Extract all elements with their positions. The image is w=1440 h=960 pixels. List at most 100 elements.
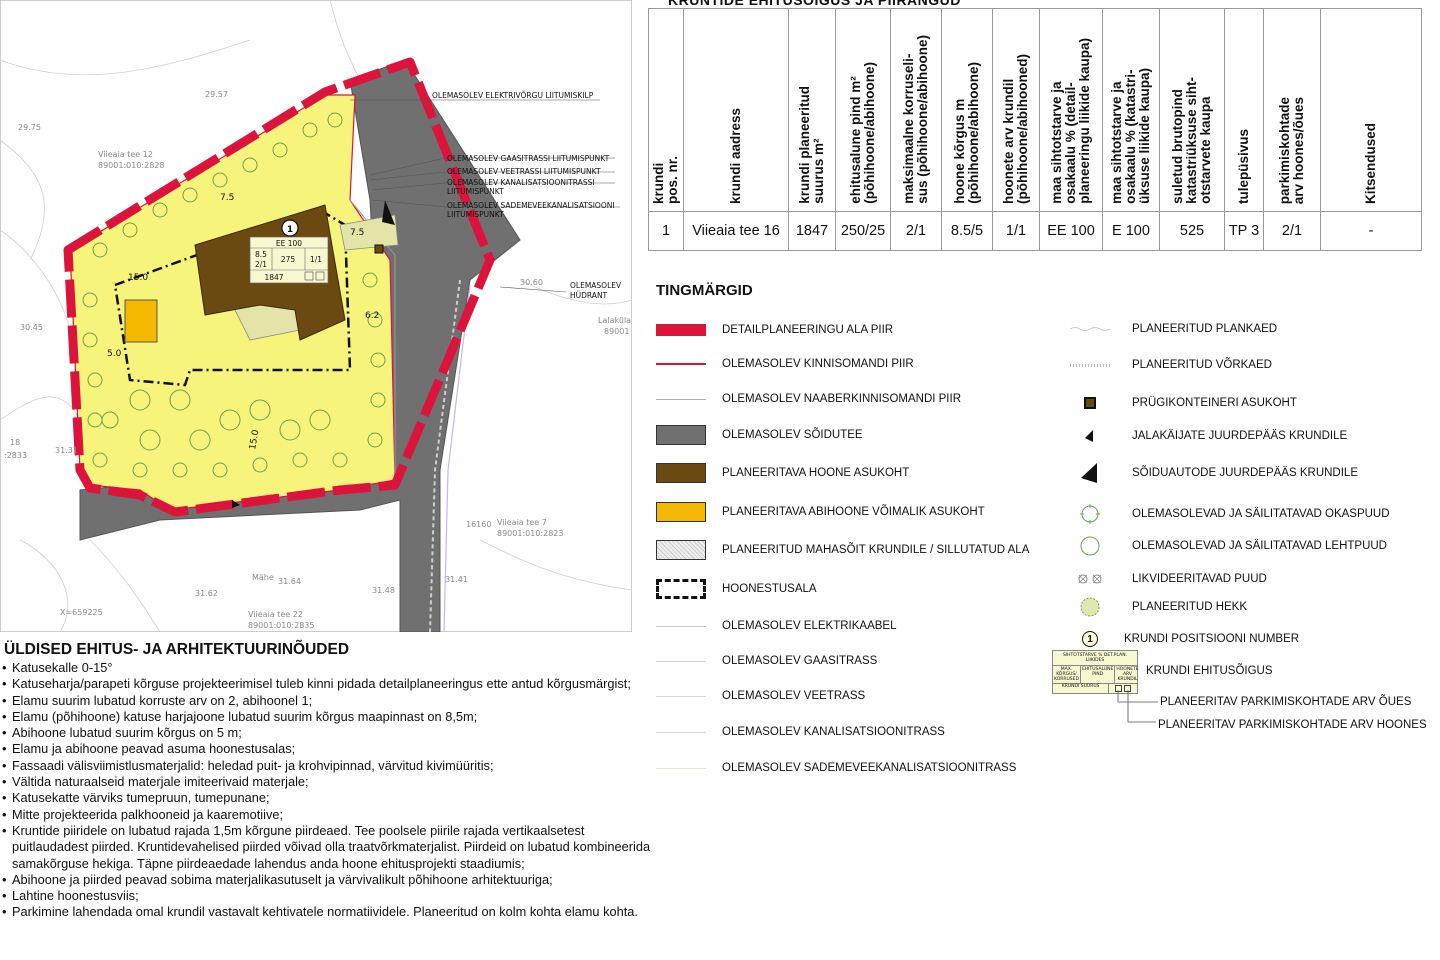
mesh-fence-icon <box>1070 355 1110 375</box>
legend-item-neighbour-boundary: OLEMASOLEV NAABERKINNISOMANDI PIIR <box>656 389 961 409</box>
label-sewer-2: LIITUMISPUNKT <box>447 187 504 196</box>
grey-line-icon <box>656 389 706 409</box>
cell-parking: 2/1 <box>1263 211 1321 251</box>
legend-label: OLEMASOLEV NAABERKINNISOMANDI PIIR <box>722 393 962 405</box>
legend-item-paved: PLANEERITUD MAHASÕIT KRUNDILE / SILLUTAT… <box>656 540 1029 560</box>
dim-label-5: 6.2 <box>365 311 379 321</box>
col-header-height: hoone kõrgus m (põhihoone/abihoone) <box>941 8 993 212</box>
list-item: Elamu ja abihoone peavad asuma hoonestus… <box>2 741 662 758</box>
legend-item-water: OLEMASOLEV VEETRASS <box>656 686 865 706</box>
list-item: Abihoone ja piirded peavad sobima materj… <box>2 872 662 889</box>
legend-item-property-boundary: OLEMASOLEV KINNISOMANDI PIIR <box>656 354 914 374</box>
col-header-gross: suletud brutopind katastriüksuse siht- o… <box>1159 8 1225 212</box>
cell-footprint: 250/25 <box>835 211 891 251</box>
parcel-name-3: Viieaia tee 22 <box>248 610 303 619</box>
legend-item-conifers: OLEMASOLEVAD JA SÄILITATAVAD OKASPUUD <box>1070 504 1390 524</box>
stamp-floors: 2/1 <box>255 260 267 269</box>
position-number: 1 <box>1082 631 1098 647</box>
legend-item-car-access: SÕIDUAUTODE JUURDEPÄÄS KRUNDILE <box>1070 463 1358 483</box>
legend-label: OLEMASOLEVAD JA SÄILITATAVAD OKASPUUD <box>1132 508 1390 520</box>
list-item: Katuseharja/parapeti kõrguse projekteeri… <box>2 676 662 693</box>
height-7: 31.41 <box>445 575 468 584</box>
parcel-code-3: 89001:010:2835 <box>248 621 314 630</box>
height-6: 31.48 <box>372 586 395 595</box>
legend-title: TINGMÄRGID <box>656 282 753 299</box>
legend-label: OLEMASOLEV SÕIDUTEE <box>722 429 863 441</box>
label-hydrant-2: HÜDRANT <box>570 291 608 300</box>
stamp-mini-cell: MAX. KÕRGUS/ KORRUSED <box>1054 666 1081 683</box>
col-header-text: maa sihtotstarve ja osakaalu % (detail- … <box>1049 38 1092 204</box>
parcel-code-1: 89001:010:2828 <box>98 161 164 170</box>
stamp-mini-cell: HOONETE ARV KRUNDIL <box>1116 667 1139 682</box>
legend-label: PRÜGIKONTEINERI ASUKOHT <box>1132 397 1297 409</box>
col-header-text: maksimaalne korruseli- sus (põhihoone/ab… <box>901 35 930 204</box>
list-item: Mitte projekteerida palkhooneid ja kaare… <box>2 807 662 824</box>
table-header-row: krundi pos. nr. krundi aadress krundi pl… <box>648 8 1422 212</box>
list-item: Parkimine lahendada omal krundil vastava… <box>2 904 662 921</box>
legend-label: PLANEERITUD HEKK <box>1132 601 1248 613</box>
sewer-line-icon <box>656 722 706 742</box>
legend-label: DETAILPLANEERINGU ALA PIIR <box>722 324 894 336</box>
col-header-text: hoone kõrgus m (põhihoone/abihoone) <box>952 62 981 204</box>
legend-label: OLEMASOLEVAD JA SÄILITATAVAD LEHTPUUD <box>1132 540 1387 552</box>
gas-line-icon <box>656 651 706 671</box>
label-storm-1: OLEMASOLEV SADEMEVEEKANALISATSIOONI <box>447 201 615 210</box>
hedge-icon <box>1070 597 1110 617</box>
road-swatch-icon <box>656 425 706 445</box>
legend-item-gas: OLEMASOLEV GAASITRASS <box>656 651 877 671</box>
stamp-mini-head: SIHTOTSTARVE % DET.PLAN. LIIKIDES <box>1053 651 1137 666</box>
col-header-buildings: hoonete arv krundil (põhihoone/abihooned… <box>992 8 1040 212</box>
parcel-code-4: 89001 <box>604 327 629 336</box>
boundary-swatch-icon <box>656 320 706 340</box>
col-header-use-cad: maa sihtotstarve ja osakaalu % (katastri… <box>1102 8 1160 212</box>
legend-item-deciduous: OLEMASOLEVAD JA SÄILITATAVAD LEHTPUUD <box>1070 536 1387 556</box>
dim-label-1: 7.5 <box>220 193 234 203</box>
legend-item-electric: OLEMASOLEV ELEKTRIKAABEL <box>656 616 897 636</box>
plot-rights-table: krundi pos. nr. krundi aadress krundi pl… <box>648 8 1422 251</box>
waste-bin-icon <box>374 244 384 254</box>
parcel-name-5: 18 <box>10 438 20 447</box>
cell-use-cad: E 100 <box>1102 211 1160 251</box>
stamp-number: 1 <box>287 225 293 235</box>
legend-label: KRUNDI POSITSIOONI NUMBER <box>1124 633 1300 645</box>
table-title: KRUNTIDE EHITUSÕIGUS JA PIIRANGUD <box>668 0 961 8</box>
col-header-parking: parkimiskohtade arv hoones/õues <box>1263 8 1321 212</box>
col-header-text: ehitusalune pind m² (põhihoone/abihoone) <box>848 62 877 204</box>
tree-symbols <box>82 112 386 478</box>
cell-buildings: 1/1 <box>992 211 1040 251</box>
stamp-use: EE 100 <box>276 239 302 248</box>
legend-item-building-rights: KRUNDI EHITUSÕIGUS <box>1146 661 1273 681</box>
auxiliary-building <box>124 299 158 343</box>
height-8: 30.60 <box>520 278 543 287</box>
position-number-icon: 1 <box>1070 629 1110 649</box>
col-header-restrict: Kitsendused <box>1320 8 1422 212</box>
label-water: OLEMASOLEV VEETRASSI LIITUMISPUNKT <box>447 167 601 176</box>
plot-inner-line <box>349 199 396 480</box>
stamp-area: 1847 <box>264 273 283 282</box>
list-item: Kruntide piiridele on lubatud rajada 1,5… <box>2 823 662 872</box>
col-header-fire: tulepüsivus <box>1224 8 1264 212</box>
pedestrian-access-arrow-icon <box>232 500 240 508</box>
water-line-icon <box>656 686 706 706</box>
legend-label: OLEMASOLEV KINNISOMANDI PIIR <box>722 358 914 370</box>
list-item: Elamu (põhihoone) katuse harjajoone luba… <box>2 709 662 726</box>
legend-item-parking-outside: PLANEERITAV PARKIMISKOHTADE ARV ÕUES <box>1160 692 1411 712</box>
legend-label: KRUNDI EHITUSÕIGUS <box>1146 665 1273 677</box>
legend-label: LIKVIDEERITAVAD PUUD <box>1132 573 1267 585</box>
conifer-tree-icon <box>1070 504 1110 524</box>
list-item: Katusekatte värviks tumepruun, tumepunan… <box>2 790 662 807</box>
dim-label-3: 15.0 <box>128 273 148 283</box>
site-plan-map: 1 EE 100 8.5 2/1 275 1/1 1847 7.5 7.5 15… <box>0 0 632 632</box>
col-header-text: krundi pos. nr. <box>651 155 680 204</box>
legend-label: PLANEERITAVA HOONE ASUKOHT <box>722 467 910 479</box>
legend-item-waste-bin: PRÜGIKONTEINERI ASUKOHT <box>1070 393 1297 413</box>
col-header-text: krundi aadress <box>728 107 743 204</box>
parcel-code-2: 89001:010:2823 <box>497 529 563 538</box>
cell-gross: 525 <box>1159 211 1225 251</box>
stamp-buildings: 1/1 <box>310 255 322 264</box>
col-header-floors: maksimaalne korruseli- sus (põhihoone/ab… <box>890 8 942 212</box>
parcel-name-4: Lalaküla <box>598 316 631 325</box>
cell-pos: 1 <box>648 211 684 251</box>
height-9: 16160 <box>466 520 491 529</box>
height-5: 31.62 <box>195 589 218 598</box>
